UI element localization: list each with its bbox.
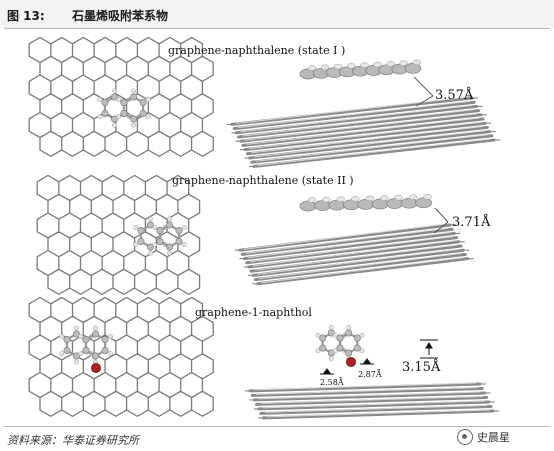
distance-marker-287 <box>360 358 374 365</box>
graphene-sheet-side-view-1 <box>227 96 500 168</box>
figure-title: 石墨烯吸附苯系物 <box>72 9 169 23</box>
distance-marker-315 <box>420 339 438 359</box>
panel-3-small-distance-2: 2.87Å <box>358 370 382 379</box>
naphthol-side-view <box>315 325 365 367</box>
panel-3-small-distance-1: 2.58Å <box>320 378 344 387</box>
naphthalene-top-view-2 <box>133 216 187 256</box>
distance-marker-258 <box>320 368 334 375</box>
panel-1-distance: 3.57Å <box>435 88 474 103</box>
naphthalene-side-view-2 <box>299 194 432 212</box>
panel-2-distance: 3.71Å <box>452 215 491 230</box>
watermark-text: 史晨星 <box>477 431 510 444</box>
naphthalene-side-view-1 <box>299 59 422 80</box>
graphene-sheet-side-view-2 <box>235 223 474 286</box>
distance-leader-2b <box>433 221 449 234</box>
top-divider <box>4 28 550 29</box>
panel-3-label: graphene-1-naphthol <box>195 306 312 319</box>
source-note: 资料来源：华泰证券研究所 <box>7 434 139 447</box>
graphene-lattice-top-view-3 <box>28 296 214 418</box>
bottom-divider <box>4 426 550 427</box>
panel-3-distance: 3.15Å <box>402 360 441 375</box>
figure-number: 图 13: <box>7 9 45 23</box>
naphthol-top-view <box>59 325 113 373</box>
distance-leader-1b <box>415 95 434 107</box>
graphene-lattice-top-view-1 <box>28 36 214 158</box>
graphene-lattice-top-view-2 <box>36 174 201 296</box>
naphthalene-top-view-1 <box>97 88 151 128</box>
panel-2-label: graphene-naphthalene (state II ) <box>172 174 354 187</box>
distance-leader-2 <box>434 207 449 223</box>
watermark-icon <box>457 429 473 445</box>
panel-1-label: graphene-naphthalene (state I ) <box>168 44 346 57</box>
distance-leader-1 <box>413 76 434 97</box>
figure-header: 图 13: 石墨烯吸附苯系物 <box>0 0 554 28</box>
watermark: 史晨星 <box>457 429 510 445</box>
graphene-sheet-side-view-3 <box>245 382 500 420</box>
